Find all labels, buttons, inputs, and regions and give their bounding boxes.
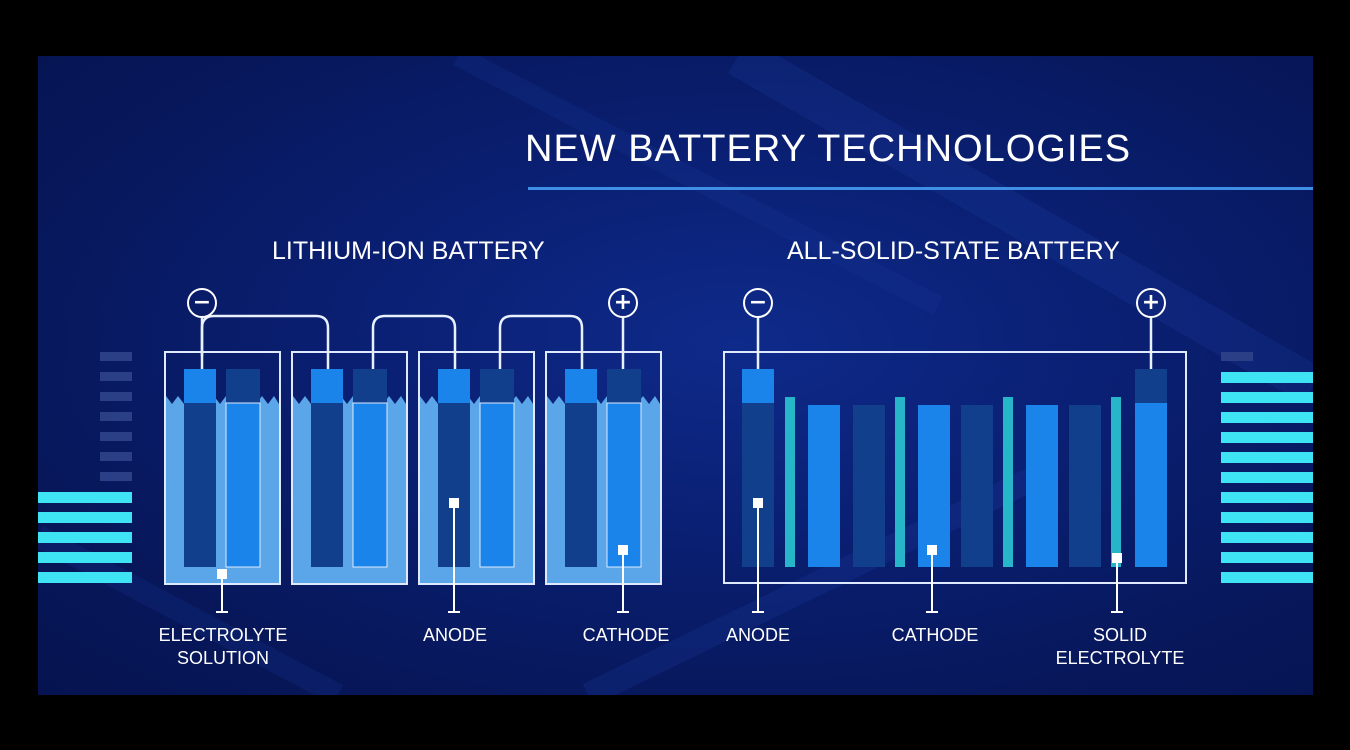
solid-state-heading: ALL-SOLID-STATE BATTERY	[787, 237, 1120, 265]
ss-anode-label: ANODE	[725, 625, 790, 645]
li-ion-cell	[291, 351, 408, 585]
li-ion-cell	[418, 351, 535, 585]
anode-layer	[961, 405, 993, 567]
page-title: NEW BATTERY TECHNOLOGIES	[525, 128, 1132, 170]
li-ion-cathode-label: CATHODE	[582, 625, 670, 645]
lithium-ion-heading: LITHIUM-ION BATTERY	[272, 237, 545, 265]
separator-strip	[895, 397, 905, 567]
li-ion-cell	[545, 351, 662, 585]
ss-positive-terminal-icon: +	[1136, 288, 1166, 318]
lithium-ion-diagram	[164, 314, 662, 613]
ss-negative-terminal-icon: −	[743, 288, 773, 318]
title-underline	[528, 187, 1313, 190]
separator-strip	[1111, 397, 1121, 567]
separator-strip	[1003, 397, 1013, 567]
side-level-bars	[38, 352, 1313, 583]
electrolyte-solution-label: ELECTROLYTE SOLUTION	[158, 625, 288, 668]
cathode-layer	[918, 405, 950, 567]
slide: − + − + NEW BATTERY TECHNOLOGIES LITHIUM…	[38, 56, 1313, 695]
anode-layer	[1069, 405, 1101, 567]
ss-cathode-label: CATHODE	[891, 625, 979, 645]
cell-connector-wire	[371, 314, 457, 374]
solid-electrolyte-label: SOLID ELECTROLYTE	[1055, 625, 1185, 668]
cell-connector-wire	[498, 314, 584, 374]
solid-state-casing	[723, 351, 1187, 584]
li-ion-cell	[164, 351, 281, 585]
li-ion-anode-label: ANODE	[422, 625, 487, 645]
cathode-layer	[808, 405, 840, 567]
li-ion-positive-terminal-icon: +	[608, 288, 638, 318]
solid-state-diagram	[723, 318, 1187, 613]
anode-layer	[853, 405, 885, 567]
li-ion-negative-terminal-icon: −	[187, 288, 217, 318]
cathode-layer	[1026, 405, 1058, 567]
separator-strip	[785, 397, 795, 567]
